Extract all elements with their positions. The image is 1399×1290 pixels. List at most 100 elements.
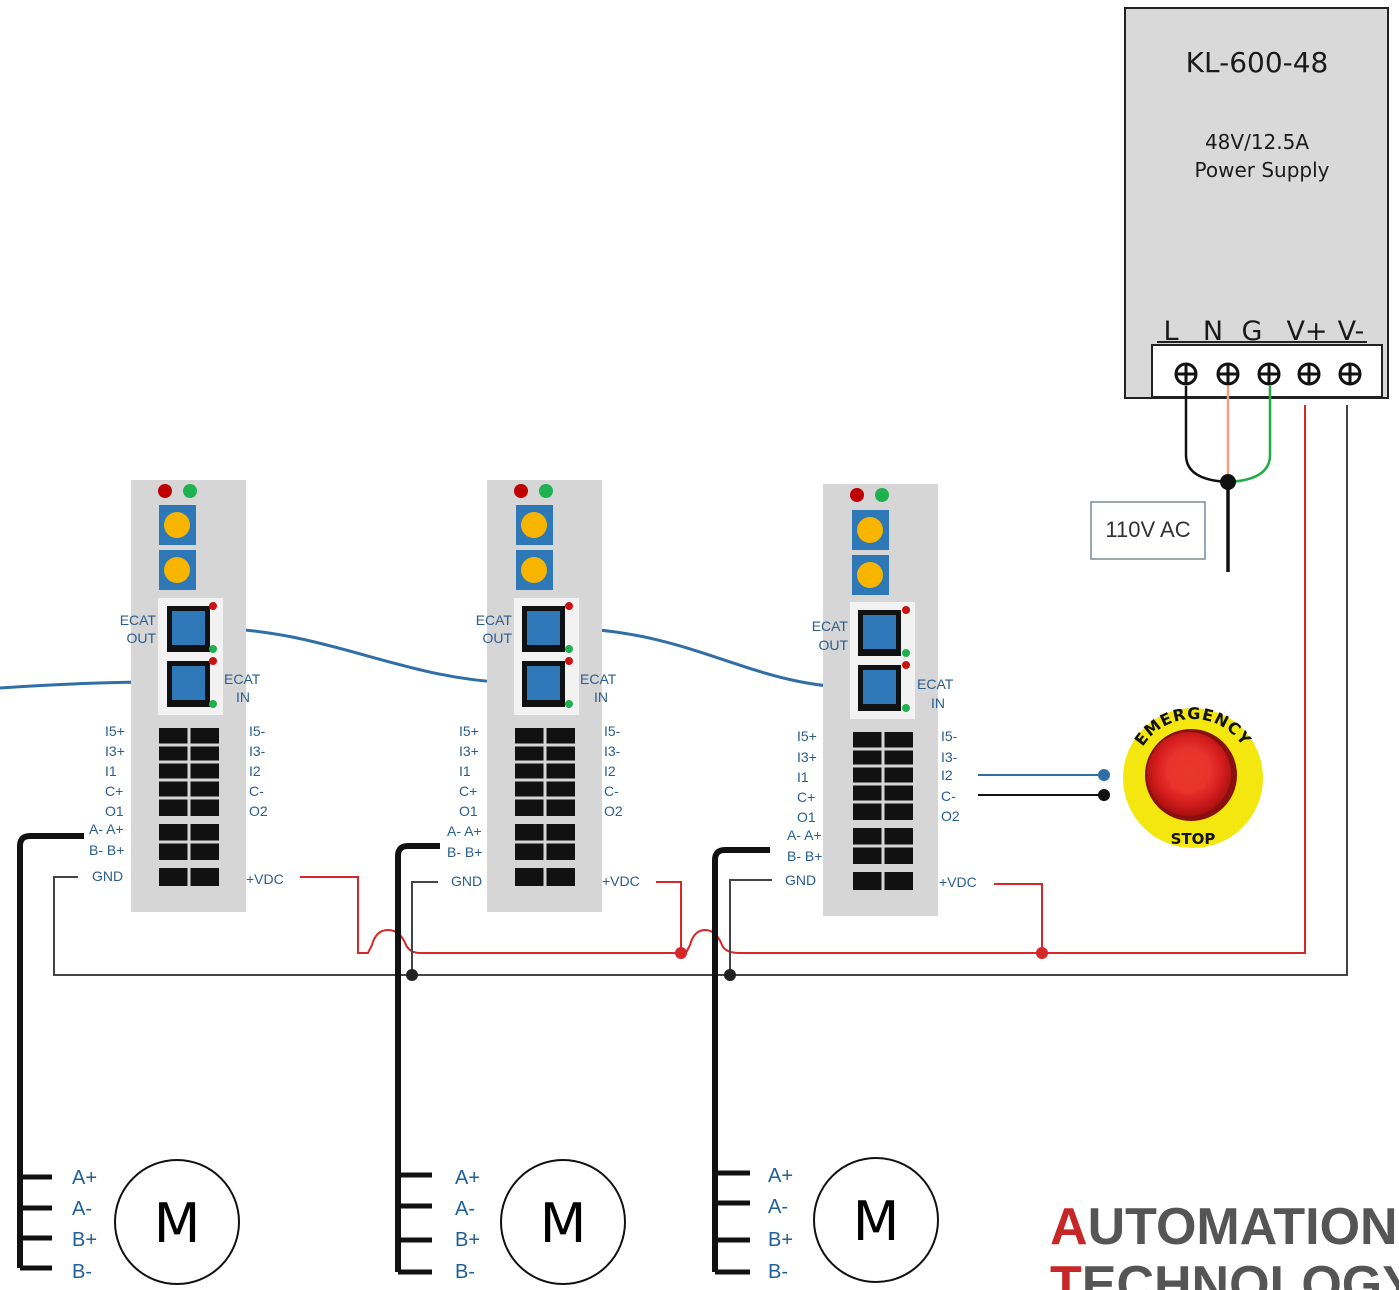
rotary-switch-icon xyxy=(857,562,883,588)
pin-label: I1 xyxy=(459,763,471,779)
status-led-green xyxy=(875,488,889,502)
status-led-red xyxy=(158,484,172,498)
gnd-label: GND xyxy=(451,873,482,889)
motor-symbol: M xyxy=(853,1190,900,1253)
motor-pin-label: B- B+ xyxy=(447,844,482,860)
ecat-out-label: OUT xyxy=(818,637,848,653)
pin-label: C+ xyxy=(797,789,815,805)
ecat-in-label: IN xyxy=(931,695,945,711)
status-led-red xyxy=(514,484,528,498)
motor-pin-label: B- B+ xyxy=(89,842,124,858)
ecat-in-label: IN xyxy=(594,689,608,705)
rotary-switch-icon xyxy=(521,557,547,583)
ecat-in-label: ECAT xyxy=(580,671,617,687)
logo-line-2: TECHNOLOGY xyxy=(1050,1256,1399,1290)
company-logo: AUTOMATION TECHNOLOGY xyxy=(1050,1198,1399,1290)
motor-wire-label: A- xyxy=(455,1198,475,1220)
ecat-in-label: ECAT xyxy=(917,676,954,692)
power-supply: KL-600-48 48V/12.5A Power Supply L N G V… xyxy=(1124,7,1389,399)
pin-label: I5+ xyxy=(105,723,125,739)
pin-label: O1 xyxy=(797,809,816,825)
pin-label: I3+ xyxy=(797,749,817,765)
drive-2 xyxy=(487,480,602,912)
pin-label: I2 xyxy=(941,767,953,783)
terminal-label-l: L xyxy=(1163,316,1178,347)
estop-bottom-text: STOP xyxy=(1171,830,1216,848)
pin-label: I2 xyxy=(604,763,616,779)
motor-wire-label: B- xyxy=(768,1261,788,1283)
dc-bus xyxy=(53,405,1348,981)
pin-label: C- xyxy=(604,783,619,799)
motor-wire-label: B- xyxy=(72,1261,92,1283)
power-supply-model: KL-600-48 xyxy=(1186,46,1329,79)
logo-line-1-initial: A xyxy=(1050,1198,1088,1256)
pin-label: I3- xyxy=(941,749,958,765)
ecat-out-label: ECAT xyxy=(812,618,849,634)
ecat-in-label: ECAT xyxy=(224,671,261,687)
pin-label: I5- xyxy=(604,723,621,739)
pin-label: O2 xyxy=(604,803,623,819)
pin-label: I5- xyxy=(249,723,266,739)
pin-label: I3+ xyxy=(459,743,479,759)
pin-label: I2 xyxy=(249,763,261,779)
pin-label: I3+ xyxy=(105,743,125,759)
motor-3: M A+ A- B+ B- xyxy=(768,1157,939,1283)
motor-2: M A+ A- B+ B- xyxy=(455,1159,626,1285)
motor-cables xyxy=(17,833,770,1272)
pin-label: I5- xyxy=(941,728,958,744)
rotary-switch-icon xyxy=(857,517,883,543)
ecat-out-label: ECAT xyxy=(476,612,513,628)
screw-icon xyxy=(1216,362,1240,386)
terminal-label-n: N xyxy=(1203,316,1223,347)
status-led-green xyxy=(539,484,553,498)
motor-wire-label: A+ xyxy=(768,1165,793,1187)
pin-label: I1 xyxy=(105,763,117,779)
ac-input-label-box: 110V AC xyxy=(1090,501,1206,560)
pin-label: C- xyxy=(941,788,956,804)
rotary-switch-icon xyxy=(164,512,190,538)
pin-label: I3- xyxy=(604,743,621,759)
motor-wire-label: B+ xyxy=(455,1229,480,1251)
motor-symbol: M xyxy=(154,1192,201,1255)
pin-label: O1 xyxy=(459,803,478,819)
motor-1: M A+ A- B+ B- xyxy=(72,1159,240,1285)
terminal-screws xyxy=(1174,362,1362,386)
emergency-stop-button: EMERGENCY STOP xyxy=(1123,704,1263,848)
motor-wire-label: A- xyxy=(768,1196,788,1218)
pin-label: O2 xyxy=(941,808,960,824)
motor-wire-label: B- xyxy=(455,1261,475,1283)
ecat-out-label: ECAT xyxy=(120,612,157,628)
terminal-label-g: G xyxy=(1242,316,1263,347)
rotary-switch-icon xyxy=(164,557,190,583)
logo-line-2-initial: T xyxy=(1050,1256,1082,1290)
vdc-label: +VDC xyxy=(602,873,640,889)
gnd-label: GND xyxy=(785,872,816,888)
motor-pin-label: B- B+ xyxy=(787,848,822,864)
motor-wire-label: A+ xyxy=(72,1167,97,1189)
pin-label: C- xyxy=(249,783,264,799)
motor-pin-label: A- A+ xyxy=(89,821,124,837)
ecat-out-label: OUT xyxy=(482,630,512,646)
motor-pin-label: A- A+ xyxy=(447,823,482,839)
logo-line-2-rest: ECHNOLOGY xyxy=(1082,1256,1399,1290)
estop-wiring xyxy=(978,769,1110,801)
rotary-switch-icon xyxy=(521,512,547,538)
logo-line-1: AUTOMATION xyxy=(1050,1198,1398,1256)
pin-label: I5+ xyxy=(797,728,817,744)
motor-pin-label: A- A+ xyxy=(787,827,822,843)
motor-wire-label: B+ xyxy=(72,1229,97,1251)
logo-line-1-rest: UTOMATION xyxy=(1088,1198,1398,1256)
ecat-in-label: IN xyxy=(236,689,250,705)
motor-wire-label: A- xyxy=(72,1198,92,1220)
status-led-red xyxy=(850,488,864,502)
ac-input-label: 110V AC xyxy=(1105,517,1190,542)
drive-1 xyxy=(131,480,246,912)
vdc-label: +VDC xyxy=(939,874,977,890)
motor-wire-label: B+ xyxy=(768,1229,793,1251)
ac-input-wiring xyxy=(1184,386,1272,572)
motor-symbol: M xyxy=(540,1192,587,1255)
drive-3 xyxy=(823,484,938,916)
pin-label: O2 xyxy=(249,803,268,819)
pin-label: C+ xyxy=(105,783,123,799)
